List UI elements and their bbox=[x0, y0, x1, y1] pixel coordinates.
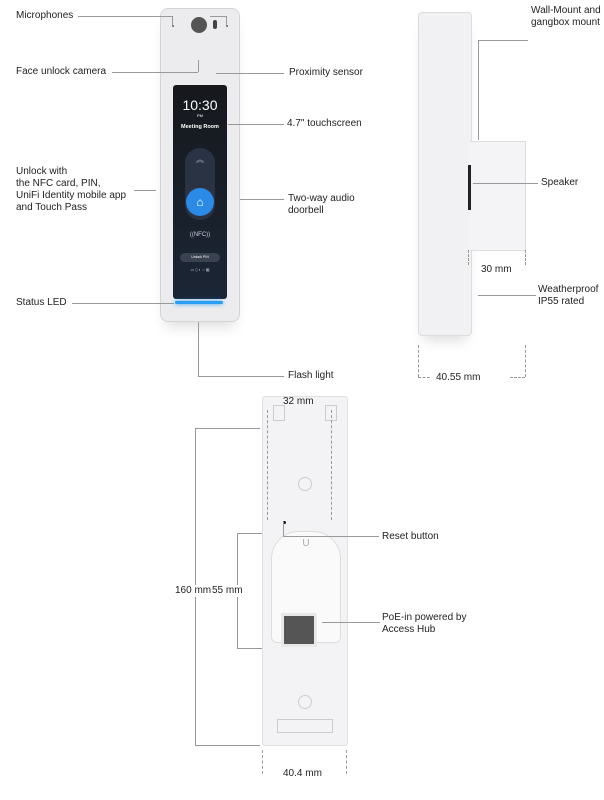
label-flash: Flash light bbox=[288, 370, 334, 381]
screw-hole-bottom bbox=[298, 695, 312, 709]
label-side-width: 40.55 mm bbox=[436, 372, 481, 383]
bottom-slot bbox=[277, 719, 333, 733]
doorbell-icon[interactable]: ⌂ bbox=[186, 188, 214, 216]
chevron-up-icon: ︽ bbox=[196, 155, 204, 164]
unlock-pin-button[interactable]: Unlock PIN bbox=[180, 253, 220, 262]
screen-time: 10:30 bbox=[182, 97, 218, 113]
side-mount-box bbox=[470, 141, 526, 251]
microphone-right bbox=[226, 25, 228, 27]
touchscreen[interactable]: 10:30 PM Meeting Room ︽ ⌂ ((NFC)) Unlock… bbox=[173, 85, 227, 299]
ethernet-port[interactable] bbox=[281, 613, 317, 647]
screw-hole-top bbox=[298, 477, 312, 491]
screen-room: Meeting Room bbox=[181, 124, 219, 130]
speaker-slot bbox=[468, 165, 471, 210]
back-plate: U bbox=[262, 396, 348, 746]
screen-status-icons: ▭ ▯ ◐ ○ ▦ bbox=[190, 267, 210, 272]
reset-button[interactable] bbox=[283, 521, 286, 524]
mount-slot-left bbox=[273, 405, 285, 421]
label-touchscreen: 4.7" touchscreen bbox=[287, 118, 362, 129]
label-speaker: Speaker bbox=[541, 177, 579, 188]
proximity-sensor bbox=[213, 20, 217, 29]
side-device-plate bbox=[418, 12, 472, 336]
ubiquiti-logo: U bbox=[302, 538, 310, 549]
label-reset: Reset button bbox=[382, 531, 439, 542]
label-top-width: 32 mm bbox=[283, 396, 314, 407]
label-back-width: 40.4 mm bbox=[283, 768, 322, 779]
label-depth: 30 mm bbox=[481, 264, 512, 275]
status-led bbox=[175, 301, 223, 304]
face-camera bbox=[191, 17, 207, 33]
label-height: 160 mm bbox=[175, 585, 212, 597]
label-status-led: Status LED bbox=[16, 297, 67, 308]
label-camera: Face unlock camera bbox=[16, 66, 107, 77]
microphone-left bbox=[172, 25, 174, 27]
label-microphones: Microphones bbox=[16, 10, 74, 21]
front-device: 10:30 PM Meeting Room ︽ ⌂ ((NFC)) Unlock… bbox=[160, 8, 240, 322]
unlock-slider[interactable]: ︽ ⌂ bbox=[185, 148, 215, 220]
screen-ampm: PM bbox=[197, 113, 203, 118]
label-proximity: Proximity sensor bbox=[289, 67, 363, 78]
label-inner-height: 55 mm bbox=[212, 585, 243, 597]
nfc-icon: ((NFC)) bbox=[189, 232, 211, 238]
